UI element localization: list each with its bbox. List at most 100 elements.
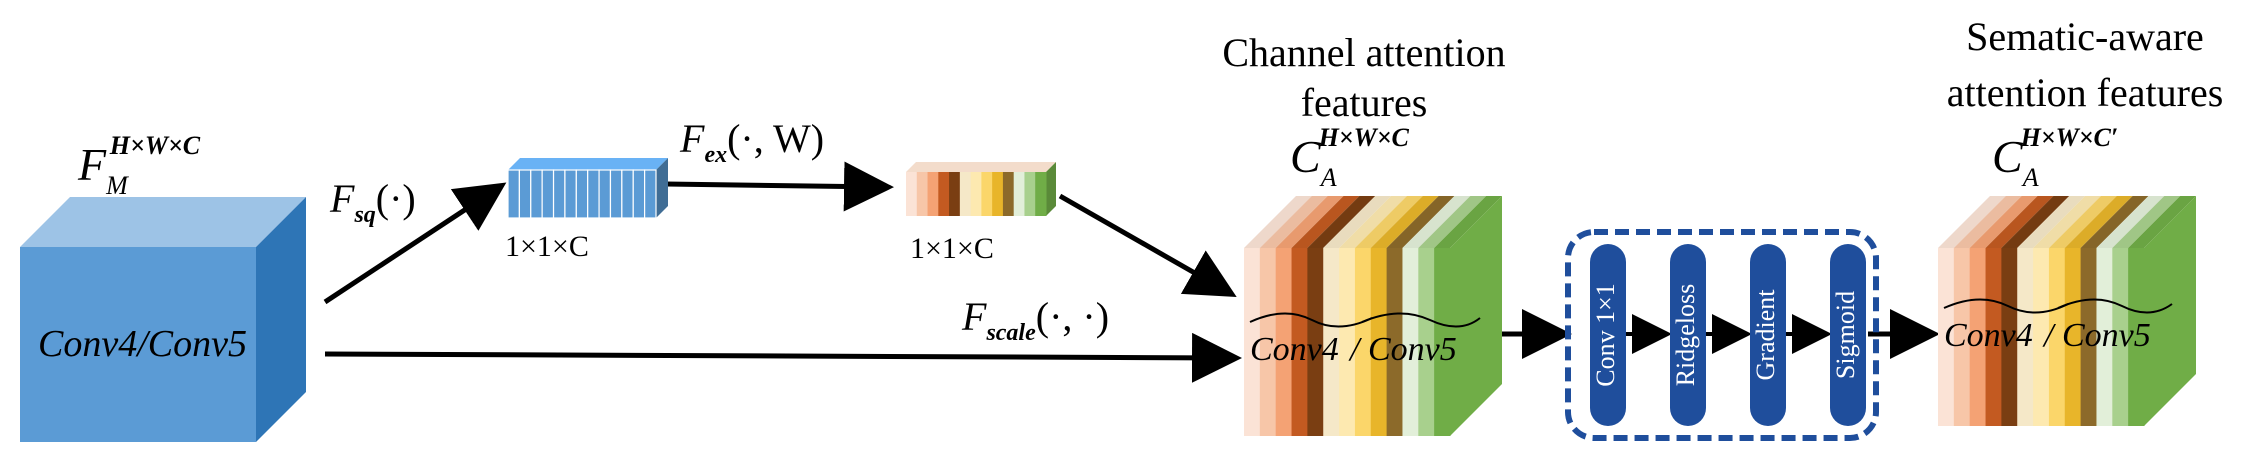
channel-top-slice bbox=[1307, 196, 1376, 248]
channel-top-slice bbox=[1339, 196, 1407, 248]
channel-top-slice bbox=[1985, 196, 2054, 248]
semantic-attention-label: CAH×W×C′ bbox=[1992, 123, 2118, 192]
arrow-to-squeeze bbox=[323, 182, 507, 305]
arrow-to-channel-features bbox=[1058, 193, 1237, 297]
squeeze-slice bbox=[609, 169, 623, 219]
gradient-node bbox=[1750, 244, 1786, 426]
channel-slice bbox=[1307, 248, 1324, 436]
channel-slice bbox=[1938, 248, 1955, 426]
input-label: FMH×W×C bbox=[77, 131, 201, 200]
squeeze-slice bbox=[541, 169, 555, 219]
channel-attention-title-1: Channel attention bbox=[1222, 30, 1505, 75]
excitation-slice bbox=[1002, 172, 1015, 216]
squeeze-slice bbox=[632, 169, 646, 219]
channel-inner-slash: / bbox=[1348, 331, 1363, 368]
ridgeloss-node bbox=[1670, 244, 1706, 426]
semantic-attention-stack bbox=[1938, 196, 2196, 426]
channel-top-slice bbox=[1418, 196, 1487, 248]
input-cube-top bbox=[20, 197, 306, 247]
channel-top-slice bbox=[2017, 196, 2086, 248]
channel-top-slice bbox=[1259, 196, 1328, 248]
channel-top-slice bbox=[2112, 196, 2181, 248]
channel-top-slice bbox=[1354, 196, 1423, 248]
squeeze-op-label: Fsq(·) bbox=[329, 176, 416, 228]
channel-top-slice bbox=[1291, 196, 1360, 248]
channel-slice bbox=[1370, 248, 1388, 436]
channel-attention-stack bbox=[1244, 196, 1502, 436]
squeeze-vector bbox=[507, 158, 668, 219]
channel-top-slice bbox=[1434, 196, 1502, 248]
squeeze-slice bbox=[564, 169, 577, 219]
excitation-slice bbox=[906, 172, 918, 216]
channel-slice bbox=[1339, 248, 1356, 436]
pipeline-container bbox=[1565, 229, 1879, 441]
conv-node bbox=[1590, 244, 1626, 426]
squeeze-slice bbox=[552, 169, 566, 219]
excitation-slice bbox=[1024, 172, 1036, 216]
squeeze-vector-top bbox=[508, 158, 668, 170]
channel-slice bbox=[1244, 248, 1261, 436]
semantic-inner-text-b: Conv5 bbox=[2062, 317, 2151, 354]
excitation-slice bbox=[1013, 172, 1025, 216]
scale-op-label: Fscale(·, ·) bbox=[961, 294, 1109, 346]
channel-slice bbox=[1953, 248, 1971, 426]
channel-top-slice bbox=[2096, 196, 2165, 248]
squeeze-vector-label: 1×1×C bbox=[505, 230, 589, 263]
semantic-inner-slash: / bbox=[2042, 317, 2057, 354]
channel-top-slice bbox=[1275, 196, 1344, 248]
channel-top-slice bbox=[1969, 196, 2038, 248]
channel-top-slice bbox=[1370, 196, 1439, 248]
excitation-slice bbox=[981, 172, 993, 216]
channel-slice bbox=[2017, 248, 2034, 426]
channel-side-face bbox=[1450, 196, 1502, 436]
channel-slice bbox=[2048, 248, 2066, 426]
channel-slice bbox=[2064, 248, 2082, 426]
channel-top-slice bbox=[2048, 196, 2117, 248]
channel-top-slice bbox=[2033, 196, 2101, 248]
excitation-slice bbox=[1035, 172, 1047, 216]
excitation-slice bbox=[970, 172, 982, 216]
excitation-vector-label: 1×1×C bbox=[910, 232, 994, 265]
excitation-op-label: Fex(·, W) bbox=[679, 116, 824, 168]
excitation-slice bbox=[959, 172, 972, 216]
channel-top-slice bbox=[1953, 196, 2022, 248]
channel-attention-title-2: features bbox=[1301, 80, 1428, 125]
input-cube-front bbox=[20, 247, 256, 442]
channel-top-slice bbox=[1244, 196, 1312, 248]
squeeze-slice bbox=[587, 169, 600, 219]
channel-top-slice bbox=[1386, 196, 1455, 248]
sigmoid-node-label: Sigmoid bbox=[1831, 291, 1860, 379]
channel-slice bbox=[1402, 248, 1419, 436]
squeeze-slice bbox=[644, 169, 657, 219]
excitation-vector bbox=[906, 162, 1056, 216]
arrow-excitation bbox=[665, 161, 894, 212]
excitation-vector-side bbox=[1046, 162, 1056, 216]
channel-slice bbox=[1259, 248, 1277, 436]
channel-slice bbox=[1275, 248, 1293, 436]
squeeze-slice bbox=[598, 169, 612, 219]
channel-slice bbox=[1418, 248, 1435, 436]
squeeze-slice bbox=[621, 169, 634, 219]
channel-top-slice bbox=[2128, 196, 2196, 248]
gradient-node-label: Gradient bbox=[1751, 289, 1780, 381]
channel-tilde-a bbox=[1249, 312, 1373, 328]
semantic-attention-title-1: Sematic-aware bbox=[1966, 14, 2204, 59]
channel-slice bbox=[1969, 248, 1987, 426]
channel-attention-label: CAH×W×C bbox=[1290, 123, 1410, 192]
channel-inner-text-b: Conv5 bbox=[1368, 331, 1457, 368]
input-cube-text: Conv4/Conv5 bbox=[38, 323, 247, 365]
channel-slice bbox=[2128, 248, 2145, 426]
semantic-attention-title-2: attention features bbox=[1947, 70, 2224, 115]
squeeze-slice bbox=[518, 169, 532, 219]
squeeze-vector-side bbox=[656, 158, 668, 218]
squeeze-slice bbox=[575, 169, 589, 219]
channel-inner-text-a: Conv4 bbox=[1250, 331, 1339, 368]
channel-top-slice bbox=[2001, 196, 2070, 248]
channel-top-slice bbox=[1323, 196, 1392, 248]
excitation-slice bbox=[927, 172, 939, 216]
squeeze-slice bbox=[530, 169, 543, 219]
conv-node-label: Conv 1×1 bbox=[1591, 283, 1620, 387]
channel-slice bbox=[1386, 248, 1403, 436]
